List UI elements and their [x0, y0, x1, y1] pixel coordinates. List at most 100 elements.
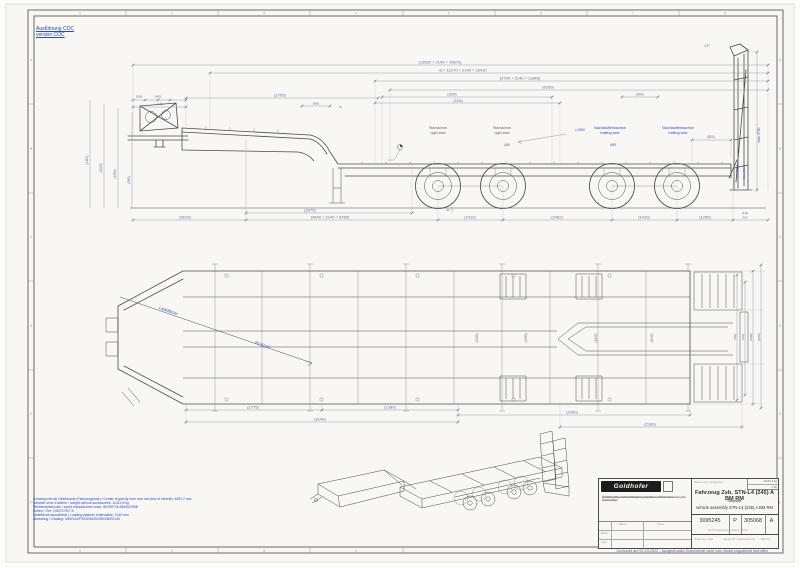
dim-label: (9700 + 2140 = 11840): [500, 76, 541, 81]
dim-label: (1980): [524, 333, 528, 342]
trailing-axle-leader: [517, 133, 567, 145]
axle-label: trailing axle: [600, 131, 619, 135]
isometric-view: [309, 430, 570, 511]
dim-label: 95: [446, 208, 450, 212]
tb-line: [765, 514, 766, 534]
dim-label: (1380): [384, 405, 396, 410]
drawing-number-caption: Zeichnungsnummer / drawing number: [707, 528, 749, 532]
dim-label: (3330): [453, 99, 462, 103]
grid-col: 8: [724, 11, 726, 15]
plan-lashing-pins: [212, 263, 691, 412]
note-line: Reifen / Tire: 245/70 R17.5: [33, 509, 74, 514]
dim-label: (1990): [594, 333, 598, 342]
dim-label: (2450): [566, 410, 578, 415]
iso-ramps: [539, 430, 570, 497]
origin-caption: Ursprung / origin: [694, 538, 714, 541]
tb-line: [599, 539, 691, 540]
ramp-pressure-label: 2 bar 906,5: [742, 164, 746, 179]
scale-cell: 1:50: [747, 484, 778, 490]
dim-label: (800): [707, 135, 714, 139]
grid-col: 3: [263, 549, 265, 553]
grid-col: 1: [79, 11, 81, 15]
axle-label: rigid axle: [494, 131, 509, 135]
print-footer: Gedruckt am 02.03.2022 - Ausgedruckte Do…: [616, 548, 768, 553]
dim-label: (430): [741, 334, 745, 341]
dim-label: (900): [636, 93, 643, 97]
dim-label: 70: [338, 105, 342, 109]
revision-code: P: [733, 518, 737, 524]
dim-label: (2490): [475, 333, 479, 342]
axle-code: A88: [504, 143, 510, 147]
replacement-caption: Ersatz für / replacement for: [724, 538, 756, 541]
axle-label: trailing axle: [668, 131, 687, 135]
side-extension-lines: [132, 51, 769, 220]
ramp-height-label: max. 3750: [757, 127, 761, 142]
deck-pins: [205, 126, 723, 164]
grid-row: C: [779, 235, 782, 239]
margin-ticks: [28, 10, 783, 553]
dim-label: (4615): [179, 215, 191, 220]
note-line: Gewicht ohne Zubehör / weight without ac…: [33, 501, 129, 506]
dim-label: (2675): [304, 208, 316, 213]
coupling-roller: [145, 111, 157, 123]
dim-label: (985): [127, 176, 131, 183]
dim-label: (3140): [314, 417, 326, 422]
name-label: Name: [657, 523, 664, 526]
axle-label: Nachlauflenkachse: [594, 126, 626, 130]
grid-col: 3: [263, 11, 265, 15]
axle-label: Nachlauflenkachse: [662, 126, 694, 130]
plan-spine-beam: [183, 322, 733, 356]
grid-row: D: [30, 324, 33, 328]
grid-col: 1: [79, 549, 81, 553]
side-view: (13530 + 2140 = 15670) B = 11270 + 2140 …: [85, 43, 770, 222]
dim-label: (1775): [247, 405, 259, 410]
grid-row: F: [779, 501, 781, 505]
loading-area-value: 20,50 m²: [253, 339, 271, 349]
note-line: Schwerpunkt ab Hinterkante (Fahrzeugende…: [33, 497, 192, 501]
dim-label: B = 11270 + 2140 = 13410: [439, 68, 487, 73]
grid-col: 6: [540, 11, 542, 15]
vehicle-notes: Schwerpunkt ab Hinterkante (Fahrzeugende…: [33, 497, 263, 522]
tb-line: [611, 521, 612, 548]
plan-cross-members: [214, 271, 647, 404]
logo-side-box: [663, 481, 673, 492]
outer-frame: [27, 9, 784, 554]
dim-label: (2550): [757, 333, 761, 341]
dim-label: (2115): [85, 156, 89, 165]
coc-note: Ausführung COC version COC: [36, 26, 74, 38]
designation-caption: Benennung / designation: [694, 480, 723, 484]
tb-line: [729, 514, 730, 534]
dim-label: (790): [733, 334, 737, 341]
coupling-roller: [161, 110, 171, 120]
dim-label: (1905): [99, 163, 103, 172]
dim-label: (745): [157, 102, 164, 106]
grid-col: 2: [171, 549, 173, 553]
dim-label: (3050): [447, 93, 456, 97]
grid-col: 4: [355, 11, 357, 15]
grid-reference-labels: 1 2 3 4 5 6 7 8 1 2 3 4 A B C D E F A B …: [30, 11, 782, 553]
tb-line: [599, 530, 691, 531]
grid-row: A: [779, 58, 782, 62]
plan-dim-ticks: [184, 263, 763, 429]
grid-col: 4: [355, 549, 357, 553]
note-line: Abstufung / Grading: 0/80/110/P40/0/30/2…: [33, 517, 120, 522]
iso-deck: [399, 456, 563, 509]
dim-label: (1940): [650, 333, 654, 342]
index-letter: A: [769, 518, 774, 524]
coc-note-line1: Ausführung COC: [36, 26, 75, 32]
axle-label: Starrachse: [493, 126, 511, 130]
side-dim-ticks: [131, 50, 770, 222]
grid-row: C: [30, 235, 33, 239]
dim-label: (4640 + 2140 = 6780): [311, 215, 350, 220]
ramp-angle-label: 4,5°: [704, 44, 710, 48]
tb-line: [691, 534, 778, 535]
drawn-label: Bearb.: [601, 532, 609, 535]
dim-label: (1410): [464, 215, 476, 220]
grid-col: 7: [632, 11, 634, 15]
grid-row: A: [30, 58, 33, 62]
tb-line: [741, 514, 742, 534]
side-dim-chains: [89, 52, 768, 221]
dim-label: (344): [742, 211, 749, 215]
tb-line: [691, 514, 778, 515]
